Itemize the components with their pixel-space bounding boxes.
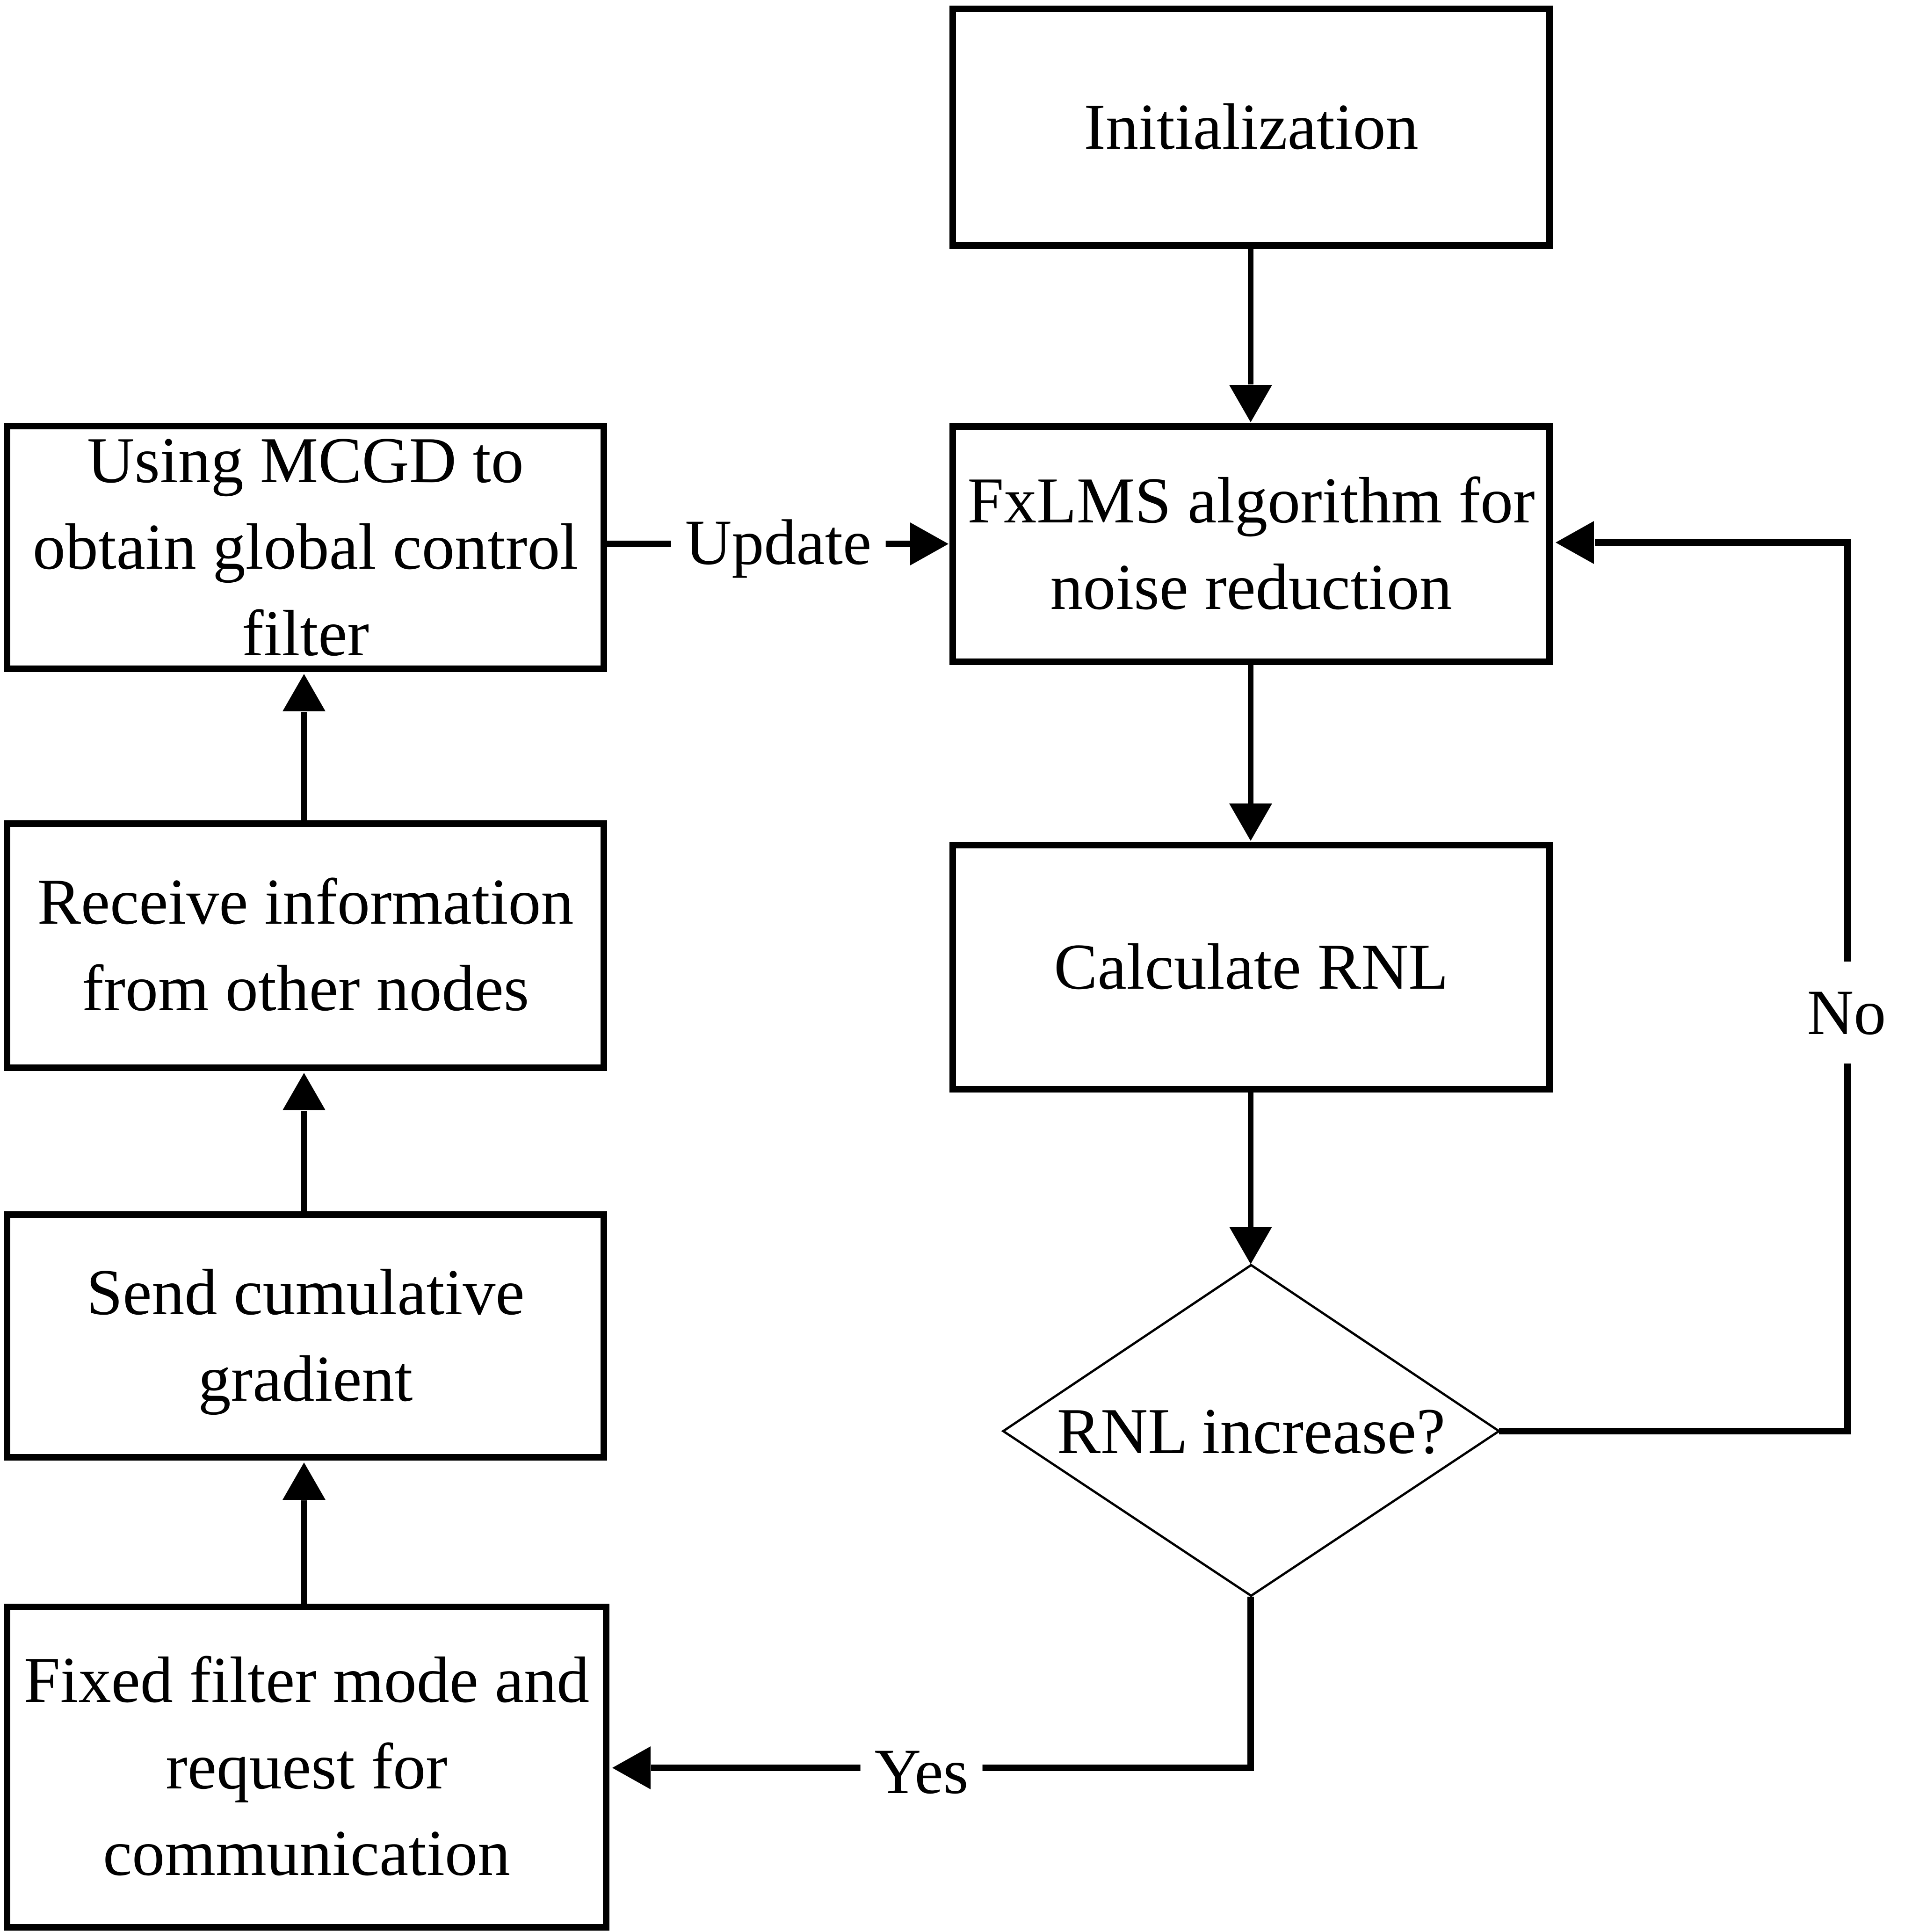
arrowhead-left-fxlms: [1556, 521, 1594, 564]
edge-label-yes: Yes: [860, 1739, 983, 1804]
node-receive-info-label: Receive information from other nodes: [37, 866, 574, 1025]
node-send-gradient: Send cumulative gradient: [4, 1211, 607, 1461]
node-rnl-increase-label: RNL increase?: [1057, 1395, 1446, 1468]
node-fxlms: FxLMS algorithm for noise reduction: [949, 423, 1553, 665]
node-fixed-filter-label: Fixed filter mode and request for commun…: [23, 1644, 590, 1889]
node-rnl-increase: RNL increase?: [1017, 1384, 1485, 1478]
node-initialization: Initialization: [949, 6, 1553, 249]
edge-label-update: Update: [671, 510, 886, 575]
arrowhead-up-send: [282, 1462, 326, 1500]
node-fixed-filter: Fixed filter mode and request for commun…: [4, 1604, 609, 1931]
arrowhead-up-receive: [282, 1073, 326, 1110]
decision-diamond-shape: [1001, 1263, 1501, 1598]
node-fxlms-label: FxLMS algorithm for noise reduction: [967, 464, 1535, 623]
arrowhead-left-fixed-filter: [612, 1746, 651, 1789]
arrowhead-up-mcgd: [282, 674, 326, 711]
arrowhead-down-decision: [1229, 1227, 1272, 1264]
arrowhead-down-fxlms: [1229, 385, 1272, 422]
node-send-gradient-label: Send cumulative gradient: [86, 1256, 525, 1415]
node-calculate-rnl: Calculate RNL: [949, 842, 1553, 1093]
node-initialization-label: Initialization: [1084, 90, 1419, 163]
edge-label-no: No: [1801, 962, 1892, 1064]
arrowhead-down-rnl: [1229, 803, 1272, 841]
node-receive-info: Receive information from other nodes: [4, 820, 607, 1071]
node-mcgd-label: Using MCGD to obtain global control filt…: [32, 424, 579, 670]
node-calculate-rnl-label: Calculate RNL: [1054, 930, 1448, 1003]
node-mcgd: Using MCGD to obtain global control filt…: [4, 423, 607, 672]
arrowhead-right-fxlms: [910, 522, 949, 565]
edge-yes: [651, 1597, 1254, 1771]
